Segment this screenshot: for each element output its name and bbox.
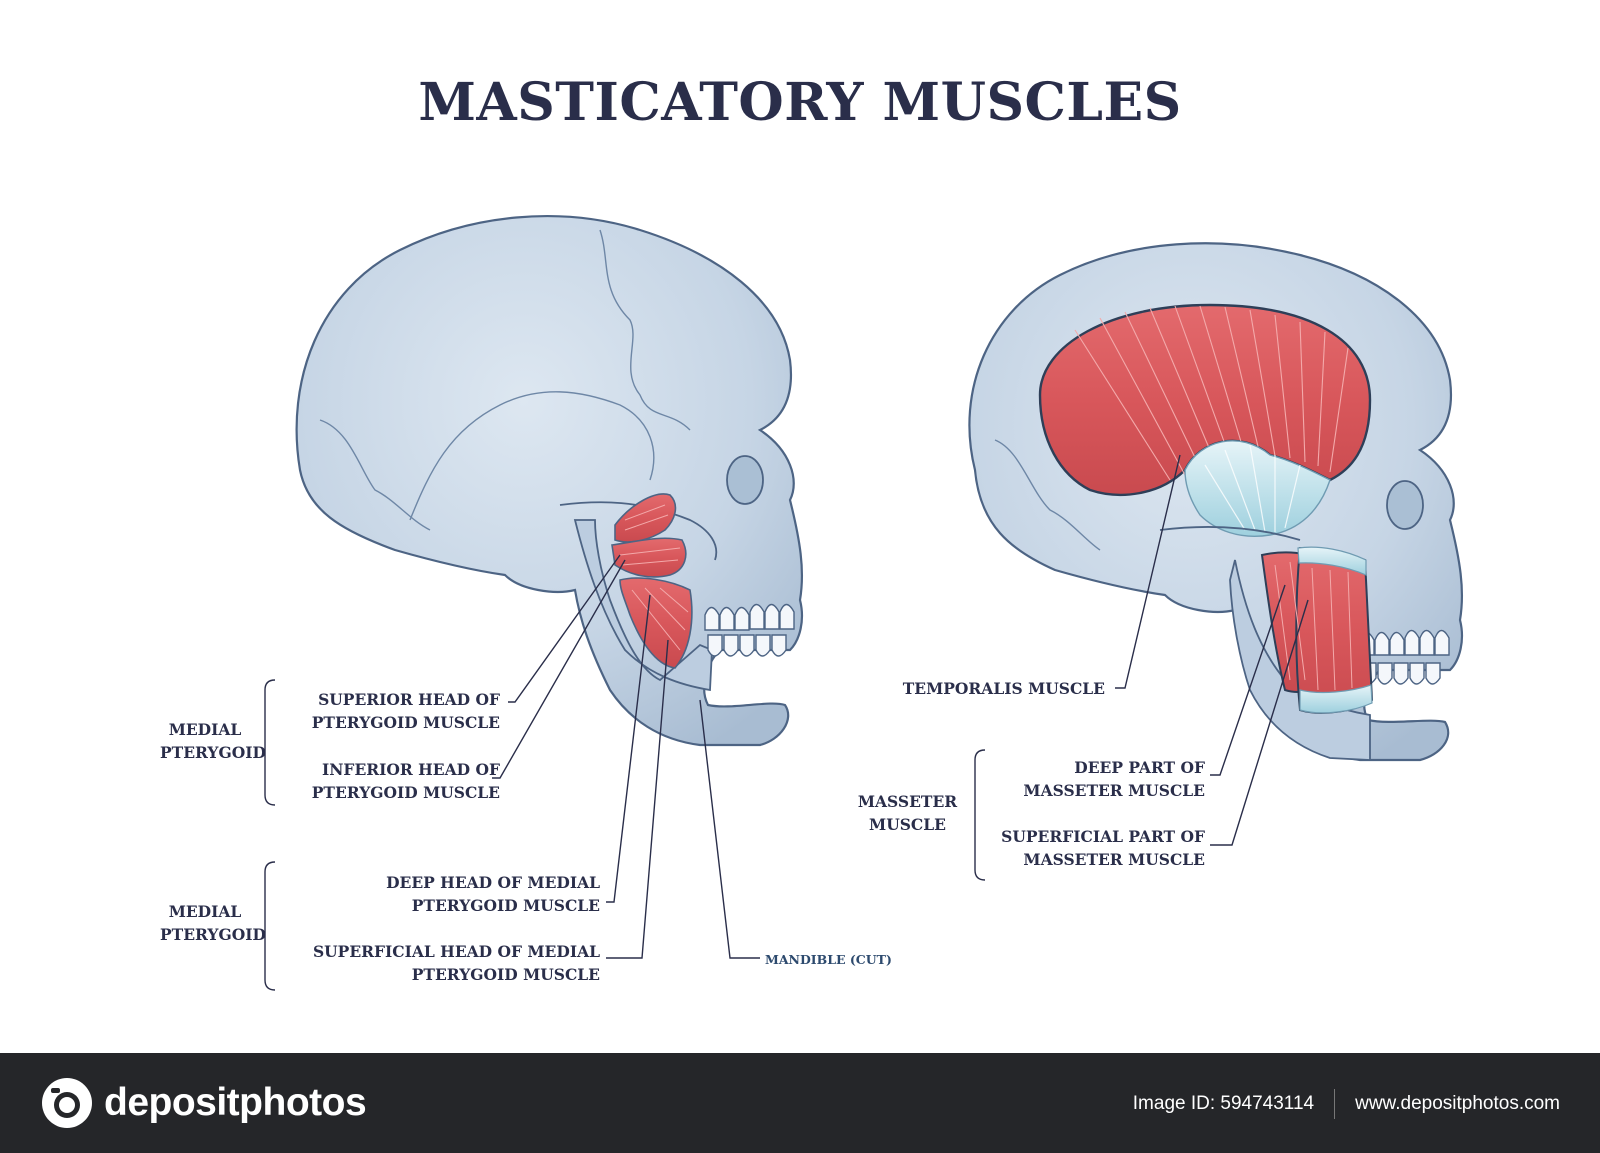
label-mandible-cut: MANDIBLE (CUT) bbox=[765, 952, 892, 967]
leader-lines bbox=[264, 454, 1309, 991]
label-deep-l1: DEEP HEAD OF MEDIAL bbox=[386, 873, 600, 892]
group-lower-line2: PTERYGOID bbox=[160, 925, 266, 944]
bracket-medial-pterygoid-lower bbox=[264, 861, 276, 991]
leader-mandible bbox=[699, 699, 760, 959]
left-inferior-pterygoid bbox=[611, 537, 687, 578]
label-deep-masseter-l2: MASSETER MUSCLE bbox=[1023, 781, 1205, 800]
leader-superficial-masseter bbox=[1210, 599, 1309, 846]
group-upper-line2: PTERYGOID bbox=[160, 743, 266, 762]
leader-superior-head bbox=[508, 554, 621, 703]
leader-temporalis bbox=[1115, 454, 1181, 689]
label-deep-masseter: DEEP PART OF MASSETER MUSCLE bbox=[1023, 756, 1205, 802]
left-medial-pterygoid bbox=[619, 577, 693, 669]
label-superficial-masseter-l1: SUPERFICIAL PART OF bbox=[1001, 827, 1205, 846]
label-superior-l2: PTERYGOID MUSCLE bbox=[311, 713, 500, 732]
label-superficial-l1: SUPERFICIAL HEAD OF MEDIAL bbox=[312, 942, 600, 961]
label-superior-head: SUPERIOR HEAD OF PTERYGOID MUSCLE bbox=[312, 688, 500, 734]
group-upper-line1: MEDIAL bbox=[168, 720, 242, 739]
label-deep-l2: PTERYGOID MUSCLE bbox=[411, 896, 600, 915]
label-deep-masseter-l1: DEEP PART OF bbox=[1074, 758, 1205, 777]
bracket-masseter bbox=[974, 749, 986, 881]
right-skull bbox=[968, 242, 1464, 762]
leader-inferior-head bbox=[492, 559, 626, 779]
right-zygomatic bbox=[1159, 526, 1301, 541]
left-orbit bbox=[726, 455, 764, 505]
leader-deep-head bbox=[606, 594, 651, 903]
left-muscle-fibers bbox=[619, 504, 689, 651]
label-deep-head: DEEP HEAD OF MEDIAL PTERYGOID MUSCLE bbox=[386, 871, 600, 917]
left-teeth bbox=[704, 603, 795, 657]
group-label-medial-pterygoid-upper: MEDIAL PTERYGOID bbox=[160, 718, 266, 764]
group-label-medial-pterygoid-lower: MEDIAL PTERYGOID bbox=[160, 900, 266, 946]
label-superior-l1: SUPERIOR HEAD OF bbox=[318, 690, 500, 709]
brand-logo[interactable]: depositphotos bbox=[40, 1076, 367, 1130]
leader-deep-masseter bbox=[1210, 584, 1286, 776]
camera-icon bbox=[40, 1076, 94, 1130]
label-superficial-masseter: SUPERFICIAL PART OF MASSETER MUSCLE bbox=[1001, 825, 1205, 871]
bracket-medial-pterygoid-upper bbox=[264, 679, 276, 806]
brand-name: depositphotos bbox=[104, 1081, 367, 1124]
left-suture-squamous bbox=[409, 391, 655, 521]
label-superficial-l2: PTERYGOID MUSCLE bbox=[411, 965, 600, 984]
right-suture bbox=[994, 439, 1101, 551]
skull-illustrations bbox=[264, 215, 1464, 991]
group-lower-line1: MEDIAL bbox=[168, 902, 242, 921]
left-zygomatic bbox=[559, 501, 718, 561]
image-id: Image ID: 594743114 bbox=[1132, 1093, 1315, 1114]
label-inferior-head: INFERIOR HEAD OF PTERYGOID MUSCLE bbox=[312, 758, 500, 804]
diagram-canvas: MASTICATORY MUSCLES bbox=[160, 72, 1464, 991]
label-superficial-masseter-l2: MASSETER MUSCLE bbox=[1023, 850, 1205, 869]
group-masseter-line1: MASSETER bbox=[857, 792, 958, 811]
right-orbit bbox=[1386, 480, 1424, 530]
footer-bar: depositphotos Image ID: 594743114 www.de… bbox=[0, 1053, 1600, 1153]
tendon-lines bbox=[1204, 444, 1301, 533]
page-title: MASTICATORY MUSCLES bbox=[418, 72, 1182, 133]
leader-superficial-head bbox=[606, 639, 669, 959]
left-skull bbox=[295, 215, 804, 747]
label-superficial-head: SUPERFICIAL HEAD OF MEDIAL PTERYGOID MUS… bbox=[313, 940, 600, 986]
left-suture-coronal bbox=[599, 229, 691, 431]
footer-meta: Image ID: 594743114 www.depositphotos.co… bbox=[1133, 1089, 1560, 1119]
masseter-fibers bbox=[1274, 561, 1353, 691]
label-temporalis: TEMPORALIS MUSCLE bbox=[902, 679, 1105, 698]
label-inferior-l2: PTERYGOID MUSCLE bbox=[311, 783, 500, 802]
footer-divider bbox=[1334, 1089, 1336, 1119]
group-label-masseter: MASSETER MUSCLE bbox=[850, 790, 965, 836]
masseter-tendon-bottom bbox=[1299, 684, 1373, 714]
left-suture-lambdoid bbox=[319, 419, 431, 531]
masseter-tendon-top bbox=[1297, 546, 1367, 576]
group-masseter-line2: MUSCLE bbox=[869, 815, 946, 834]
label-inferior-l1: INFERIOR HEAD OF bbox=[322, 760, 500, 779]
site-link[interactable]: www.depositphotos.com bbox=[1355, 1093, 1560, 1114]
temporalis-fibers bbox=[1074, 305, 1349, 481]
